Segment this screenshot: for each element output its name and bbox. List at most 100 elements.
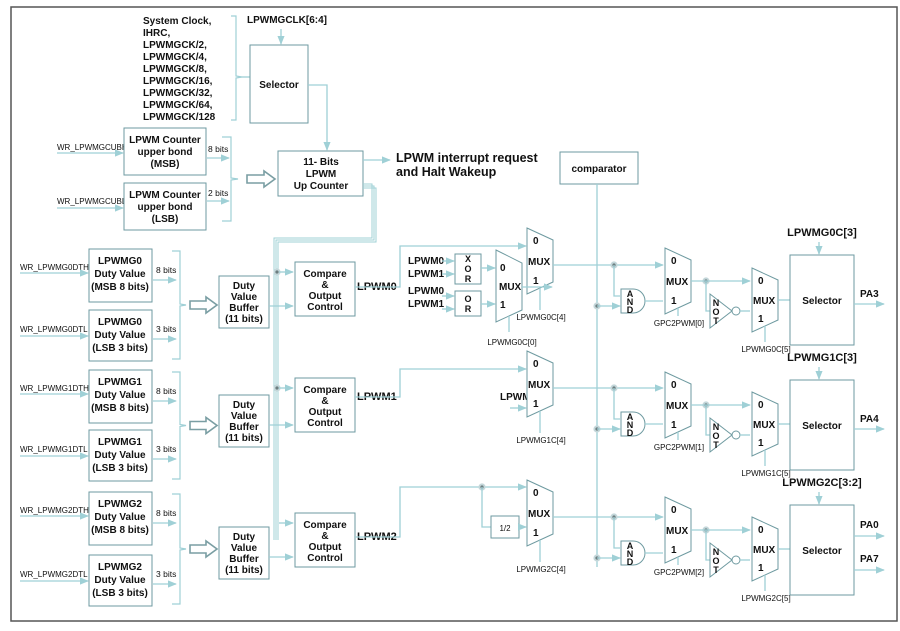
wire — [705, 405, 710, 436]
bits-label: 3 bits — [156, 324, 176, 334]
counter-upper-msb-box — [123, 127, 207, 176]
box-text: Duty Value — [94, 575, 146, 586]
mux-in0: 0 — [533, 236, 539, 247]
gate-letter: T — [713, 440, 719, 450]
mux-label: MUX — [528, 380, 551, 391]
bus-arrow — [189, 415, 219, 436]
gate-letter: D — [627, 305, 634, 315]
selector-ctrl-label: LPWMG2C[3:2] — [782, 477, 862, 489]
clock-source: IHRC, — [143, 28, 170, 39]
and-gate — [620, 540, 646, 566]
mux-in1: 1 — [671, 420, 677, 431]
or-gate — [454, 290, 482, 317]
xor-gate — [454, 253, 482, 285]
mux-ctrl-label: GPC2PWM[1] — [654, 443, 704, 452]
box-text: LPWM — [306, 169, 337, 180]
bits-label: 3 bits — [156, 444, 176, 454]
bits-label: 3 bits — [156, 569, 176, 579]
mux-in1: 1 — [758, 438, 764, 449]
box-text: (MSB 8 bits) — [91, 525, 149, 536]
box-text: Up Counter — [294, 181, 349, 192]
counter-upper-lsb-box — [123, 182, 207, 231]
box-text: Compare — [303, 385, 347, 396]
wire — [613, 265, 620, 297]
gate-letter: N — [627, 297, 634, 307]
gate-letter: O — [712, 307, 719, 317]
mux-label: MUX — [528, 509, 551, 520]
duty-buffer-box — [218, 394, 270, 448]
wire — [705, 281, 710, 312]
xor-input-label: LPWM0 — [408, 256, 445, 267]
box-text: (11 bits) — [225, 314, 263, 325]
clock-source: LPWMGCK/64, — [143, 100, 213, 111]
box-text: Output — [309, 542, 342, 553]
box-text: (11 bits) — [225, 565, 263, 576]
duty-brace — [172, 250, 187, 360]
mux-ctrl-label: GPC2PWM[2] — [654, 568, 704, 577]
mux-in1: 1 — [533, 528, 539, 539]
box-text: Duty Value — [94, 512, 146, 523]
mux-label: MUX — [666, 401, 689, 412]
duty-lsb-box — [88, 429, 153, 482]
gate-letter: X — [465, 254, 471, 264]
mux-in1: 1 — [758, 563, 764, 574]
gate-letter: D — [627, 557, 634, 567]
gate-letter: O — [712, 431, 719, 441]
box-text: & — [321, 531, 328, 542]
clock-brace — [231, 15, 243, 121]
or-input-label: LPWM0 — [408, 286, 445, 297]
mux-ctrl-label: LPWMG2C[4] — [516, 565, 565, 574]
clock-selector-label: Selector — [259, 80, 299, 91]
box-text: Duty — [233, 532, 256, 543]
bits-label: 8 bits — [156, 265, 176, 275]
box-text: (11 bits) — [225, 433, 263, 444]
gate-letter: N — [627, 549, 634, 559]
wire — [355, 483, 527, 538]
mux-ctrl-label: LPWMG0C[0] — [487, 338, 536, 347]
duty-lsb-box — [88, 309, 153, 362]
selector-label: Selector — [802, 546, 842, 557]
box-text: (LSB) — [152, 214, 179, 225]
clock-source-list: System Clock, IHRC, LPWMGCK/2, LPWMGCK/4… — [143, 16, 216, 123]
mux-gpc2pwm — [664, 247, 692, 315]
counter-brace — [222, 136, 239, 222]
bus-arrow — [189, 539, 219, 559]
gate-letter: R — [465, 304, 472, 314]
signal-wr-lpwmgcubh: WR_LPWMGCUBH — [57, 143, 128, 152]
signal-wr-duty-lsb: WR_LPWMG0DTL — [20, 325, 88, 334]
clock-select-signal: LPWMGCLK[6:4] — [247, 15, 327, 26]
box-text: Duty Value — [94, 330, 146, 341]
duty-msb-box — [88, 369, 153, 424]
mux-ctrl-label: LPWMG0C[4] — [516, 313, 565, 322]
compare-output-box — [294, 377, 356, 433]
interrupt-label: LPWM interrupt request — [396, 151, 539, 165]
box-text: Value — [231, 543, 258, 554]
box-text: upper bond — [138, 202, 193, 213]
duty-brace — [172, 371, 187, 480]
box-text: & — [321, 396, 328, 407]
not-gate — [709, 541, 733, 579]
mux-label: MUX — [753, 545, 776, 556]
bits-label: 8 bits — [208, 144, 228, 154]
duty-buffer-box — [218, 526, 270, 580]
output-pin-label: PA7 — [860, 554, 879, 565]
and-gate — [620, 411, 646, 437]
mux-in0: 0 — [500, 263, 506, 274]
mux-ctrl-label: GPC2PWM[0] — [654, 319, 704, 328]
mux-invert — [751, 267, 779, 333]
mux-pwm-select — [526, 479, 554, 547]
not-gate — [709, 416, 733, 454]
selector-label: Selector — [802, 296, 842, 307]
gate-letter: N — [713, 547, 720, 557]
xor-input-label: LPWM1 — [408, 269, 445, 280]
box-text: Output — [309, 407, 342, 418]
box-text: Duty Value — [94, 390, 146, 401]
wire — [481, 487, 491, 528]
box-text: Output — [309, 291, 342, 302]
bits-label: 8 bits — [156, 386, 176, 396]
duty-buffer-box — [218, 275, 270, 329]
output-pin-label: PA3 — [860, 289, 879, 300]
box-text: LPWMG1 — [98, 437, 142, 448]
junction-dot — [273, 268, 281, 276]
junction-dot — [273, 384, 281, 392]
